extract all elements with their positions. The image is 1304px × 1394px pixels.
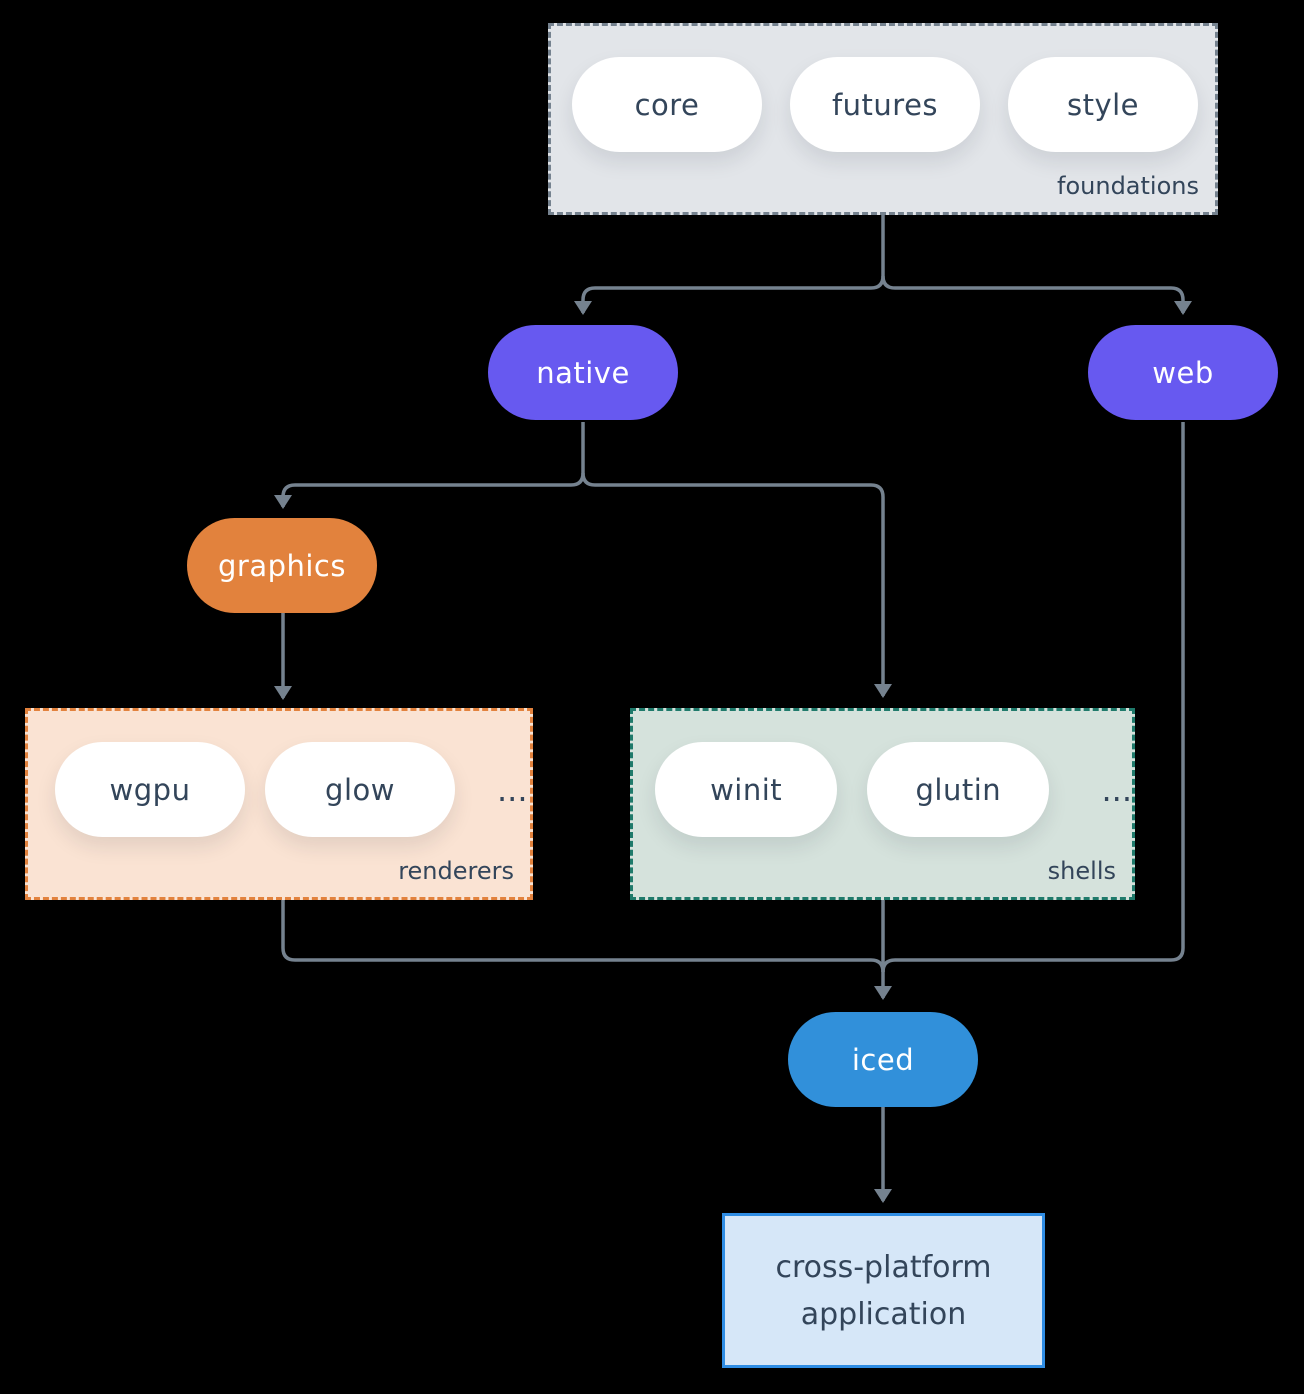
edge-renderers-merge [281, 900, 885, 973]
node-iced: iced [788, 1012, 978, 1107]
foundations-pill-row: core futures style [551, 26, 1215, 152]
renderers-group: wgpu glow ... renderers [25, 708, 533, 900]
edge-native-graphics [274, 422, 585, 509]
shells-label: shells [1047, 857, 1116, 885]
renderers-label: renderers [398, 857, 514, 885]
node-web: web [1088, 325, 1278, 420]
node-futures: futures [790, 57, 980, 152]
foundations-group: core futures style foundations [548, 23, 1218, 215]
edge-foundations-native [574, 215, 885, 315]
node-cross-platform-application: cross-platform application [722, 1213, 1045, 1368]
node-style: style [1008, 57, 1198, 152]
shells-pill-row: winit glutin ... [633, 711, 1132, 837]
renderers-pill-row: wgpu glow ... [28, 711, 530, 837]
node-winit: winit [655, 742, 838, 837]
edge-native-shells [581, 472, 892, 698]
node-glow: glow [265, 742, 455, 837]
node-wgpu: wgpu [55, 742, 245, 837]
edge-foundations-web [881, 275, 1192, 315]
node-glutin: glutin [867, 742, 1050, 837]
foundations-label: foundations [1057, 172, 1199, 200]
renderers-ellipsis: ... [497, 770, 528, 809]
node-core: core [572, 57, 762, 152]
shells-ellipsis: ... [1101, 770, 1132, 809]
node-native: native [488, 325, 678, 420]
shells-group: winit glutin ... shells [630, 708, 1135, 900]
node-graphics: graphics [187, 518, 377, 613]
